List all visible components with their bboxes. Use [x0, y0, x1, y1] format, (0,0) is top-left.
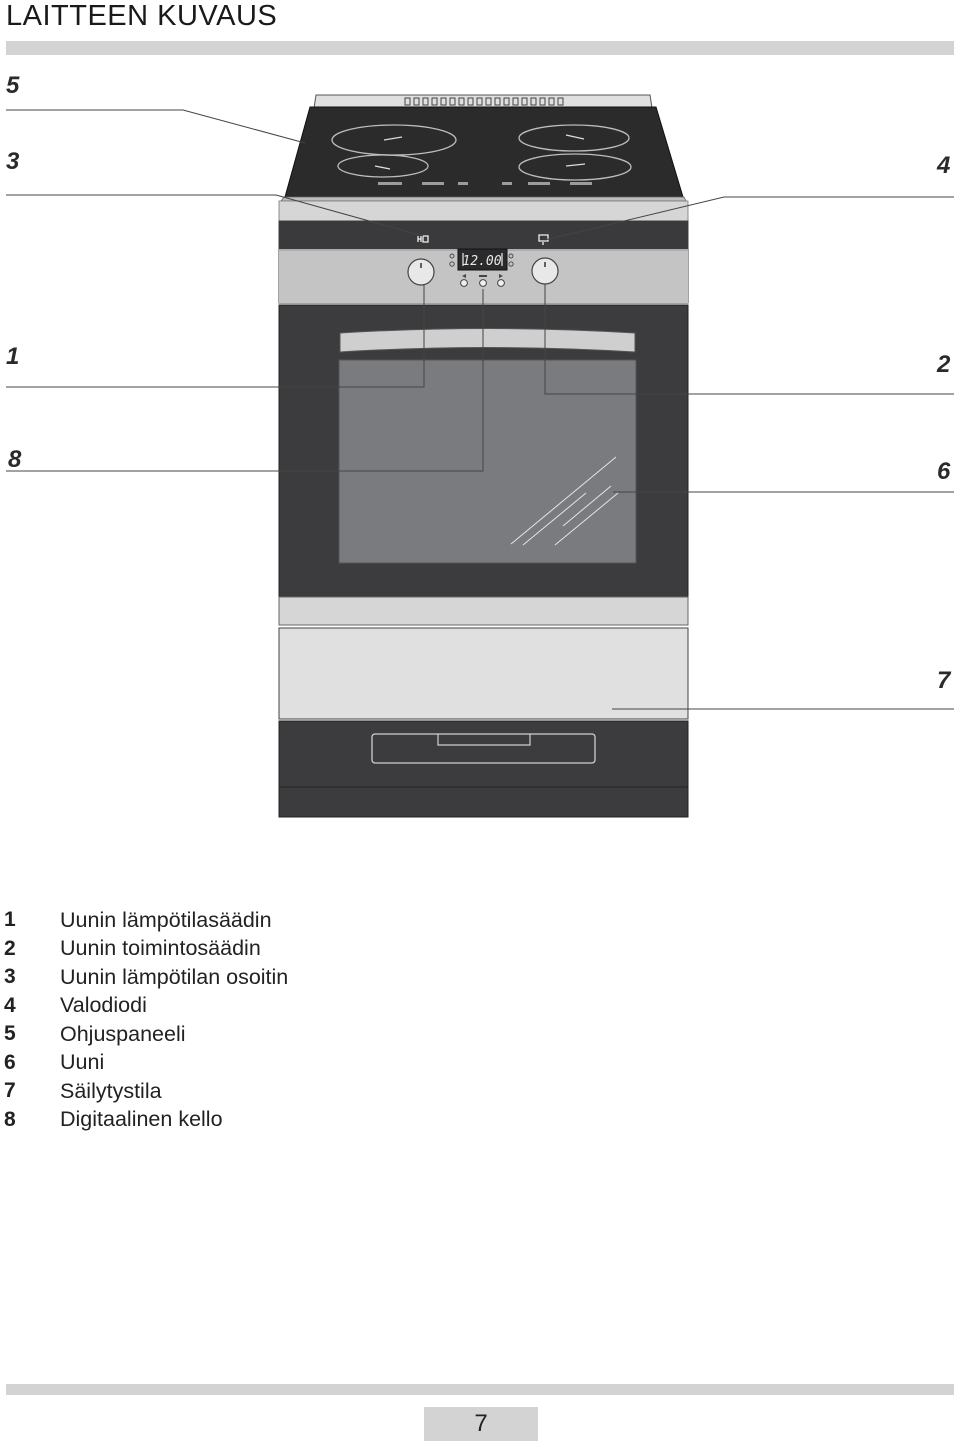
legend-item: 5 Ohjuspaneeli	[4, 1020, 604, 1049]
oven-door	[278, 304, 689, 598]
legend-label: Uuni	[60, 1050, 105, 1075]
leader-lines	[6, 109, 954, 710]
leader-1	[6, 285, 425, 388]
legend-number: 3	[4, 965, 16, 989]
clock-minus-button	[460, 279, 468, 287]
leader-4	[544, 196, 954, 241]
legend-item: 1 Uunin lämpötilasäädin	[4, 906, 604, 935]
legend-label: Uunin toimintosäädin	[60, 936, 261, 961]
page-title: LAITTEEN KUVAUS	[6, 0, 278, 32]
legend-number: 8	[4, 1107, 16, 1131]
callout-5: 5	[6, 72, 20, 99]
legend-label: Säilytystila	[60, 1078, 162, 1103]
legend-number: 4	[4, 993, 16, 1017]
callout-1: 1	[6, 343, 20, 370]
callout-3: 3	[6, 148, 20, 175]
bottom-rule	[6, 1384, 954, 1395]
temperature-knob	[407, 258, 435, 286]
callout-6: 6	[937, 458, 951, 485]
legend-label: Digitaalinen kello	[60, 1107, 223, 1132]
clock-plus-button	[497, 279, 505, 287]
callout-7: 7	[937, 667, 951, 694]
page-number: 7	[474, 1410, 488, 1437]
cooker-diagram: 12.00	[6, 94, 954, 818]
burner-front-left	[337, 154, 429, 178]
burner-front-right	[518, 153, 632, 181]
function-knob	[531, 257, 559, 285]
legend-item: 8 Digitaalinen kello	[4, 1106, 604, 1135]
clock-mode-button	[479, 279, 487, 287]
storage-drawer	[278, 627, 689, 788]
leader-2	[544, 284, 954, 395]
legend-label: Uunin lämpötilan osoitin	[60, 964, 289, 989]
legend-item: 7 Säilytystila	[4, 1077, 604, 1106]
oven-handle	[339, 328, 636, 353]
legend-item: 4 Valodiodi	[4, 992, 604, 1021]
callout-8: 8	[8, 446, 22, 473]
legend-item: 3 Uunin lämpötilan osoitin	[4, 963, 604, 992]
cooktop	[284, 106, 684, 198]
drawer-handle	[371, 733, 596, 764]
legend-label: Uunin lämpötilasäädin	[60, 907, 272, 932]
callout-4: 4	[937, 152, 951, 179]
legend-number: 6	[4, 1050, 16, 1074]
clock-display	[457, 248, 508, 271]
legend-number: 1	[4, 908, 16, 932]
callout-2: 2	[937, 351, 951, 378]
burner-rear-right	[518, 124, 630, 152]
legend-number: 2	[4, 936, 16, 960]
plinth	[278, 786, 689, 818]
leader-3	[6, 194, 424, 237]
top-rule	[6, 41, 954, 55]
legend-label: Valodiodi	[60, 993, 147, 1018]
page-number-box: 7	[424, 1407, 538, 1441]
legend-number: 7	[4, 1079, 16, 1103]
legend-number: 5	[4, 1022, 16, 1046]
legend: 1 Uunin lämpötilasäädin 2 Uunin toiminto…	[4, 906, 604, 1134]
legend-item: 2 Uunin toimintosäädin	[4, 935, 604, 964]
back-vent	[313, 94, 653, 109]
leader-8	[6, 289, 484, 472]
leader-5	[6, 109, 306, 144]
legend-label: Ohjuspaneeli	[60, 1021, 186, 1046]
clock-digits: 12.00	[462, 254, 501, 269]
oven-window	[338, 359, 637, 564]
legend-item: 6 Uuni	[4, 1049, 604, 1078]
